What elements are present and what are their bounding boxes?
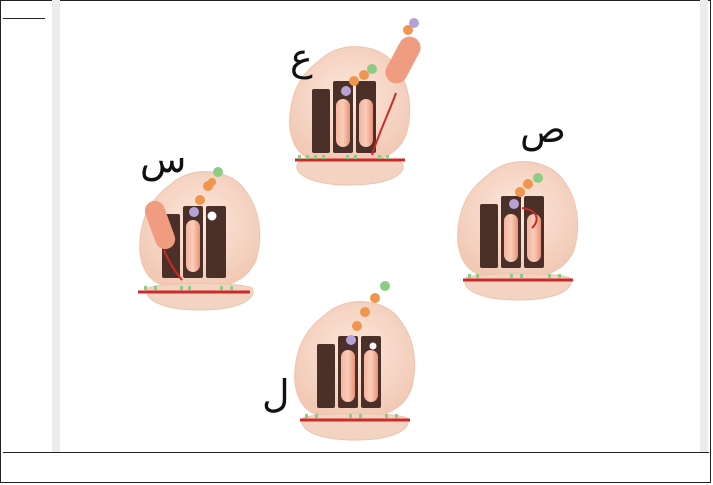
ribosome-left (138, 167, 260, 310)
trna-p (336, 99, 350, 147)
ribosome-right (458, 162, 578, 300)
label-top: ع (290, 38, 313, 76)
label-left: س (140, 140, 186, 178)
ribosome-bottom (295, 281, 415, 440)
label-bottom: ل (262, 375, 290, 413)
label-right: ص (520, 110, 566, 148)
